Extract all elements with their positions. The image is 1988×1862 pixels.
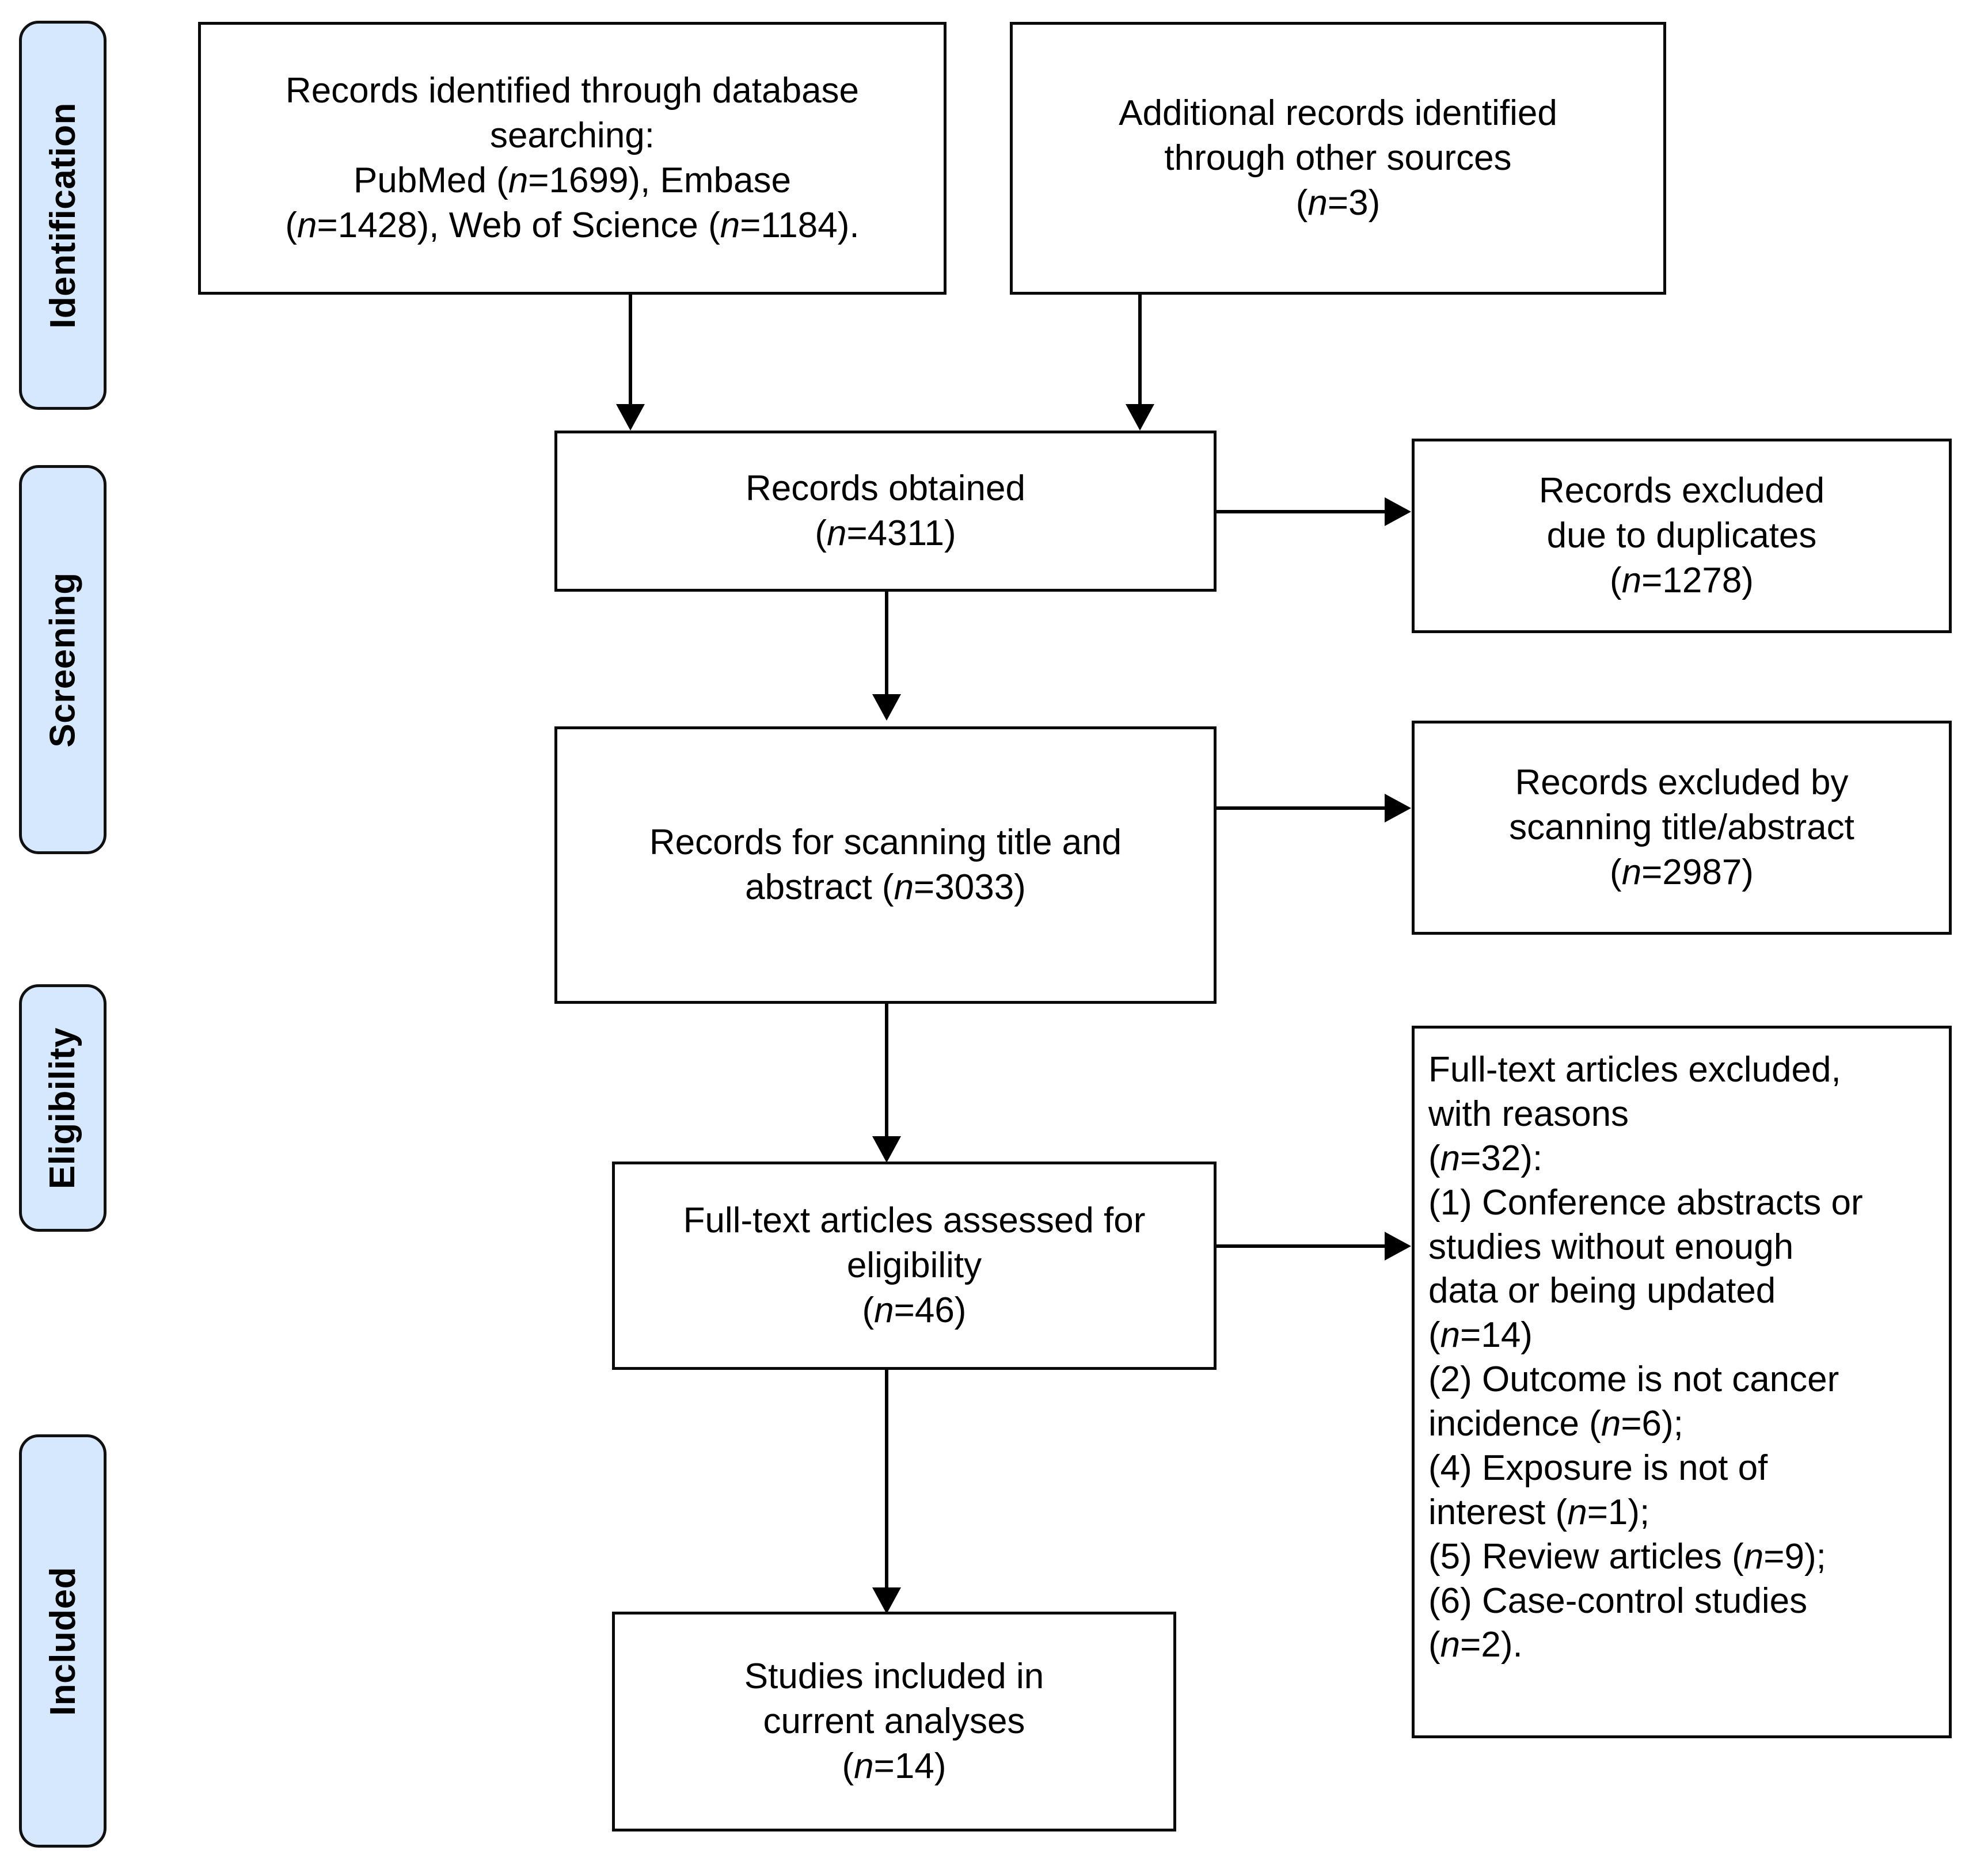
phase-screening-label: Screening [43,572,83,748]
connector-screened-to-fulltext [885,1004,888,1144]
node-fulltext-excluded: Full-text articles excluded, with reason… [1412,1026,1952,1738]
phase-screening: Screening [19,465,107,854]
node-studies-included-text: Studies included in current analyses (n=… [744,1656,1044,1787]
node-database-search: Records identified through database sear… [198,22,947,295]
node-other-sources-text: Additional records identified through ot… [1119,93,1557,223]
node-duplicates-excluded: Records excluded due to duplicates (n=12… [1412,439,1952,633]
node-records-screened: Records for scanning title and abstract … [554,726,1217,1004]
node-records-obtained: Records obtained (n=4311) [554,431,1217,592]
connector-database-search-to-obtained [629,295,632,416]
node-studies-included: Studies included in current analyses (n=… [612,1612,1176,1831]
connector-fulltext-to-excluded [1217,1244,1386,1248]
connector-screened-to-excluded [1217,806,1386,810]
arrowhead-screened-to-excluded [1385,794,1411,823]
connector-obtained-to-screened [885,592,888,702]
arrowhead-screened-to-fulltext [872,1136,901,1163]
node-screened-excluded-text: Records excluded by scanning title/abstr… [1509,762,1854,893]
node-duplicates-excluded-text: Records excluded due to duplicates (n=12… [1538,470,1825,601]
arrowhead-database-search-to-obtained [616,404,645,431]
phase-eligibility: Eligibility [19,984,107,1232]
node-database-search-text: Records identified through database sear… [285,70,860,246]
phase-included: Included [19,1434,107,1848]
node-fulltext-excluded-text: Full-text articles excluded, with reason… [1428,1050,1863,1665]
arrowhead-fulltext-to-excluded [1385,1232,1411,1261]
phase-eligibility-label: Eligibility [43,1027,83,1189]
node-other-sources: Additional records identified through ot… [1010,22,1666,295]
phase-included-label: Included [43,1566,83,1716]
node-records-obtained-text: Records obtained (n=4311) [746,468,1025,553]
arrowhead-other-sources-to-obtained [1126,404,1154,431]
connector-other-sources-to-obtained [1138,295,1142,416]
arrowhead-obtained-to-duplicates [1385,497,1411,526]
node-records-screened-text: Records for scanning title and abstract … [649,822,1122,907]
phase-identification: Identification [19,21,107,410]
arrowhead-obtained-to-screened [872,694,901,721]
connector-obtained-to-duplicates [1217,510,1386,513]
arrowhead-fulltext-to-included [872,1587,901,1614]
phase-identification-label: Identification [43,102,83,329]
node-fulltext-assessed-text: Full-text articles assessed for eligibil… [683,1200,1146,1331]
connector-fulltext-to-included [885,1370,888,1600]
node-fulltext-assessed: Full-text articles assessed for eligibil… [612,1162,1217,1370]
node-screened-excluded: Records excluded by scanning title/abstr… [1412,721,1952,935]
